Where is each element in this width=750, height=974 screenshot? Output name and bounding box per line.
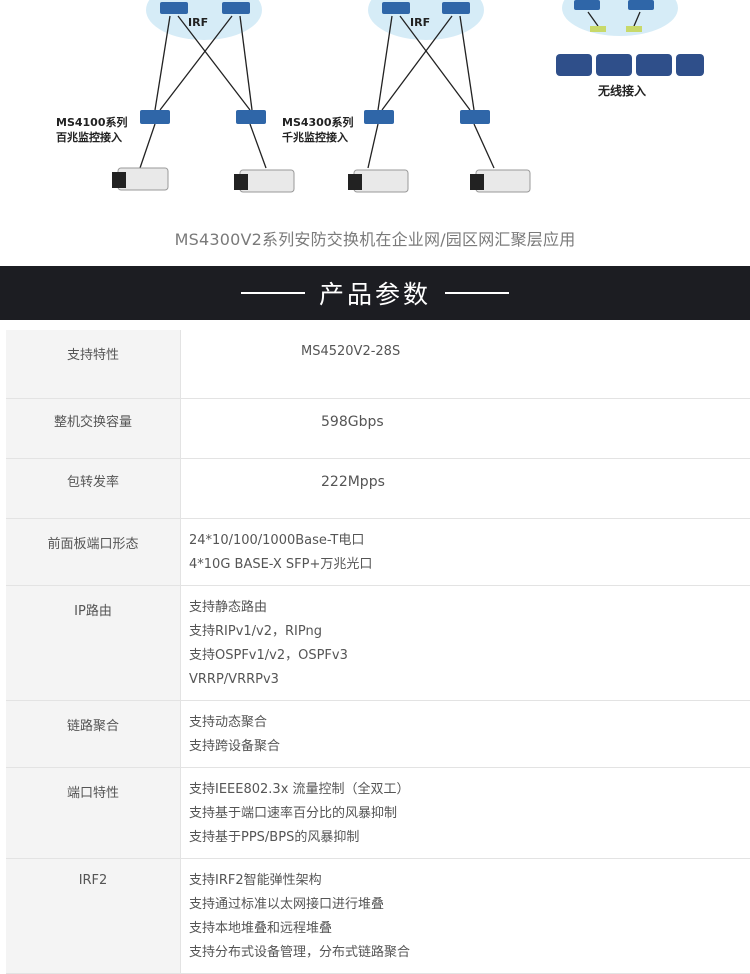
spec-value-line: 支持IRF2智能弹性架构 (189, 869, 749, 893)
irf-label-left: IRF (188, 15, 208, 30)
spec-value-line: 支持RIPv1/v2，RIPng (189, 620, 749, 644)
spec-table: 支持特性 MS4520V2-28S 整机交换容量 598Gbps 包转发率 22… (6, 330, 750, 974)
irf-label-mid: IRF (410, 15, 430, 30)
spec-header-value: MS4520V2-28S (181, 330, 750, 399)
spec-header-key: 支持特性 (6, 330, 181, 399)
spec-header-row: 支持特性 MS4520V2-28S (6, 330, 750, 399)
ms4100-name: MS4100系列 (56, 116, 127, 129)
section-banner: 产品参数 (0, 266, 750, 320)
spec-row: IRF2 支持IRF2智能弹性架构 支持通过标准以太网接口进行堆叠 支持本地堆叠… (6, 859, 750, 974)
spec-value-line: 222Mpps (321, 470, 749, 494)
spec-row: 端口特性 支持IEEE802.3x 流量控制（全双工） 支持基于端口速率百分比的… (6, 768, 750, 859)
spec-key: IRF2 (6, 859, 181, 974)
spec-key: 链路聚合 (6, 701, 181, 768)
spec-key: 整机交换容量 (6, 399, 181, 459)
spec-value: 222Mpps (181, 459, 750, 519)
spec-value: 支持IEEE802.3x 流量控制（全双工） 支持基于端口速率百分比的风暴抑制 … (181, 768, 750, 859)
spec-key: IP路由 (6, 586, 181, 701)
spec-value: 支持动态聚合 支持跨设备聚合 (181, 701, 750, 768)
spec-value-line: 支持动态聚合 (189, 711, 749, 735)
banner-title: 产品参数 (319, 275, 431, 311)
spec-row: 链路聚合 支持动态聚合 支持跨设备聚合 (6, 701, 750, 768)
spec-value-line: 支持基于PPS/BPS的风暴抑制 (189, 826, 749, 850)
spec-value-line: 支持IEEE802.3x 流量控制（全双工） (189, 778, 749, 802)
spec-value-line: 支持OSPFv1/v2，OSPFv3 (189, 644, 749, 668)
spec-value-line: 598Gbps (321, 410, 749, 434)
ms4100-desc: 百兆监控接入 (56, 131, 122, 144)
spec-key: 包转发率 (6, 459, 181, 519)
spec-value-line: 支持本地堆叠和远程堆叠 (189, 917, 749, 941)
spec-value-line: 24*10/100/1000Base-T电口 (189, 529, 749, 553)
spec-value: 24*10/100/1000Base-T电口 4*10G BASE-X SFP+… (181, 519, 750, 586)
spec-value-line: 支持跨设备聚合 (189, 735, 749, 759)
spec-value-line: 支持静态路由 (189, 596, 749, 620)
ms4300-name: MS4300系列 (282, 116, 353, 129)
spec-value-line: 支持分布式设备管理，分布式链路聚合 (189, 941, 749, 965)
spec-value: 支持静态路由 支持RIPv1/v2，RIPng 支持OSPFv1/v2，OSPF… (181, 586, 750, 701)
spec-row: IP路由 支持静态路由 支持RIPv1/v2，RIPng 支持OSPFv1/v2… (6, 586, 750, 701)
ms4300-desc: 千兆监控接入 (282, 131, 348, 144)
spec-row: 前面板端口形态 24*10/100/1000Base-T电口 4*10G BAS… (6, 519, 750, 586)
spec-row: 整机交换容量 598Gbps (6, 399, 750, 459)
spec-value: 598Gbps (181, 399, 750, 459)
wireless-label: 无线接入 (598, 84, 646, 99)
spec-value-line: 支持通过标准以太网接口进行堆叠 (189, 893, 749, 917)
spec-key: 端口特性 (6, 768, 181, 859)
banner-line-right (445, 292, 509, 294)
spec-value: 支持IRF2智能弹性架构 支持通过标准以太网接口进行堆叠 支持本地堆叠和远程堆叠… (181, 859, 750, 974)
diagram-caption: MS4300V2系列安防交换机在企业网/园区网汇聚层应用 (0, 226, 750, 250)
spec-value-line: 支持基于端口速率百分比的风暴抑制 (189, 802, 749, 826)
spec-value-line: 4*10G BASE-X SFP+万兆光口 (189, 553, 749, 577)
network-diagram: IRF IRF MS4100系列 百兆监控接入 MS4300系列 千兆监控接入 … (0, 0, 750, 266)
spec-row: 包转发率 222Mpps (6, 459, 750, 519)
ms4100-label: MS4100系列 百兆监控接入 (56, 115, 127, 145)
spec-value-line: VRRP/VRRPv3 (189, 668, 749, 692)
ms4300-label: MS4300系列 千兆监控接入 (282, 115, 353, 145)
banner-line-left (241, 292, 305, 294)
spec-key: 前面板端口形态 (6, 519, 181, 586)
